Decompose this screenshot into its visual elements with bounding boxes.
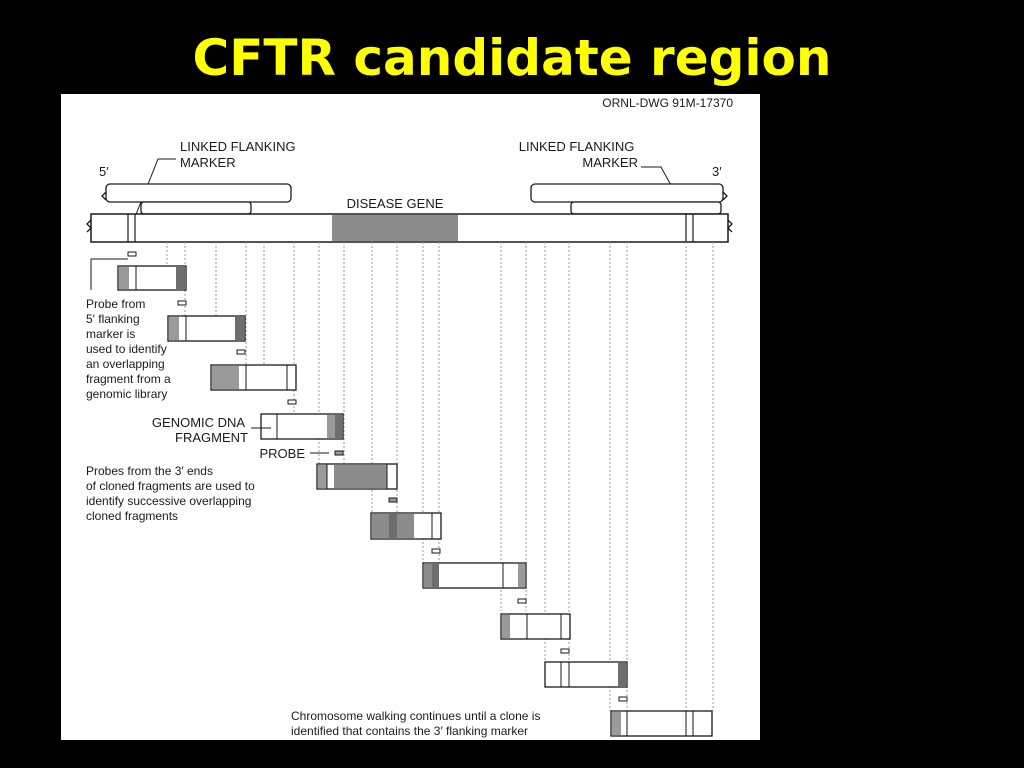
fragment-outline (422, 562, 527, 589)
strand-5-upper (105, 183, 292, 203)
probe-label: PROBE (259, 446, 305, 461)
probe-marker (236, 349, 246, 355)
genomic-fragment (544, 661, 628, 688)
genomic-fragment (167, 315, 246, 342)
probe-marker (287, 399, 297, 405)
fragment-shade (327, 415, 335, 438)
genomic-fragment-label: GENOMIC DNA FRAGMENT (152, 415, 248, 445)
probe-5-note-line: used to identify (86, 342, 167, 356)
right-marker-label-line-2: MARKER (582, 155, 638, 170)
fragment-shade (119, 267, 129, 289)
fragment-shade (235, 317, 244, 340)
fragment-shade (389, 514, 397, 538)
right-marker-label: LINKED FLANKING MARKER (519, 139, 638, 170)
genomic-fragment (500, 613, 571, 640)
genomic-fragment (370, 512, 442, 540)
chromosome-walking-figure: ORNL-DWG 91M-17370 LINKED FLANKING MARKE… (61, 94, 760, 740)
probe-5-note-line: an overlapping (86, 357, 165, 371)
disease-gene-label: DISEASE GENE (347, 196, 444, 211)
fragment-outline (167, 315, 246, 342)
probes-3-note-line: cloned fragments (86, 509, 178, 523)
main-bar-left-break (86, 219, 92, 233)
probe-marker (127, 251, 137, 257)
fragment-outline (610, 710, 713, 737)
genomic-fragment (117, 265, 187, 291)
fragment-shade (432, 564, 439, 587)
chromosome-walking-diagram: ORNL-DWG 91M-17370 LINKED FLANKING MARKE… (86, 96, 733, 738)
probe-5-note: Probe from 5′ flanking marker is used to… (86, 297, 174, 401)
strand-3-upper (530, 183, 724, 203)
probes-3-note-line: of cloned fragments are used to (86, 479, 255, 493)
fragment-outline (500, 613, 571, 640)
probe-5-note-line: 5′ flanking (86, 312, 140, 326)
genomic-fragment-label-line-2: FRAGMENT (175, 430, 248, 445)
fragment-shade (424, 564, 432, 587)
flanking-marker-bands (127, 214, 694, 242)
fragment-outline (117, 265, 187, 291)
probe-marker (334, 450, 344, 456)
probe-note-bracket (90, 258, 128, 290)
chromosome-5-prime-strands (101, 183, 292, 215)
probes-3-note-line: Probes from the 3′ ends (86, 464, 213, 478)
strand-3-lower (570, 201, 722, 215)
fragment-outline (544, 661, 628, 688)
left-marker-label-line-2: MARKER (180, 155, 236, 170)
fragment-shade (397, 514, 414, 538)
disease-gene-region (332, 215, 458, 241)
genomic-fragment-label-line-1: GENOMIC DNA (152, 415, 246, 430)
probe-marker (431, 548, 441, 554)
probe-marker (177, 300, 187, 306)
probe-5-note-line: marker is (86, 327, 135, 341)
probes-3-note: Probes from the 3′ ends of cloned fragme… (86, 464, 258, 523)
fragment-shade (335, 415, 342, 438)
strand-5-lower (140, 201, 252, 215)
slide-title: CFTR candidate region (192, 29, 832, 87)
fragment-shade (502, 615, 510, 638)
left-marker-label-line-1: LINKED FLANKING (180, 139, 296, 154)
probe-marker (388, 497, 398, 503)
fragment-shade (372, 514, 389, 538)
probe-marker (618, 696, 628, 702)
right-marker-label-line-1: LINKED FLANKING (519, 139, 635, 154)
alignment-guides (166, 242, 714, 711)
fragment-shade (318, 465, 327, 488)
fragment-shade (334, 465, 387, 488)
final-genomic-fragment (610, 710, 713, 737)
walking-note: Chromosome walking continues until a clo… (291, 709, 544, 738)
fragment-shade (518, 564, 525, 587)
walking-note-line: identified that contains the 3′ flanking… (291, 724, 528, 738)
probe-marker (517, 598, 527, 604)
labelled-genomic-fragment (260, 413, 344, 440)
main-bar-right-break (727, 219, 733, 233)
probe-marker (560, 648, 570, 654)
genomic-fragment (316, 463, 398, 490)
genomic-fragment (210, 364, 297, 391)
fragment-shade (212, 366, 239, 389)
probe-5-note-line: Probe from (86, 297, 145, 311)
chromosome-3-prime-strands (530, 183, 728, 215)
walking-note-line: Chromosome walking continues until a clo… (291, 709, 540, 723)
genomic-fragment (422, 562, 527, 589)
drawing-id: ORNL-DWG 91M-17370 (602, 96, 733, 110)
probe-5-note-line: genomic library (86, 387, 167, 401)
fragment-shade (169, 317, 179, 340)
fragment-shade (176, 267, 185, 289)
end-3-label: 3′ (712, 164, 722, 179)
fragment-shade (612, 712, 621, 735)
probes-3-note-line: identify successive overlapping (86, 494, 251, 508)
left-marker-label: LINKED FLANKING MARKER (180, 139, 299, 170)
strand-3-break (722, 191, 728, 201)
probe-5-note-line: fragment from a (86, 372, 171, 386)
fragment-shade (618, 663, 626, 686)
strand-5-break (101, 191, 107, 201)
end-5-label: 5′ (99, 164, 109, 179)
